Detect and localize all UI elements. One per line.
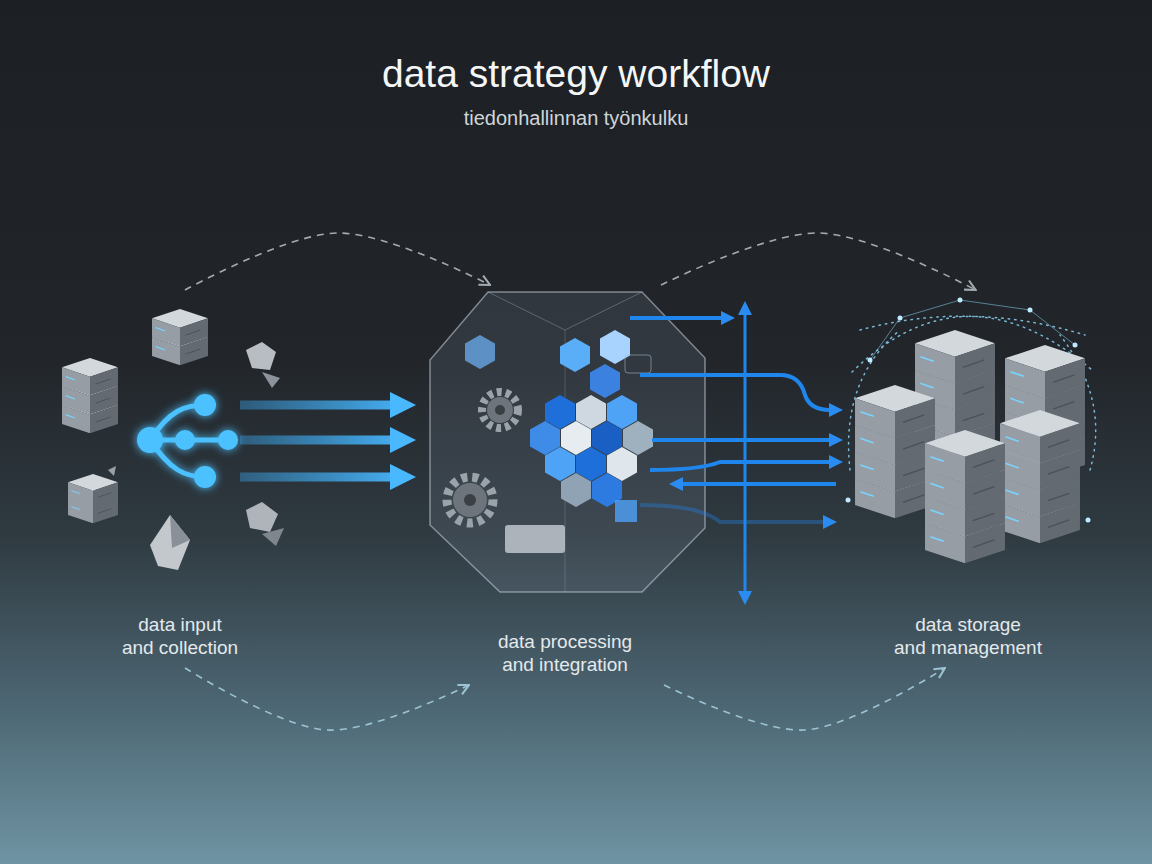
- stage-node: data processing and integration: [415, 285, 715, 685]
- cube: [68, 474, 118, 507]
- storage-cluster: [855, 330, 1085, 563]
- hex-cell: [590, 364, 620, 398]
- flow-line: [640, 375, 836, 410]
- server-unit: [62, 358, 118, 395]
- output-arrows: [630, 308, 836, 598]
- shard: [150, 515, 190, 570]
- server-unit: [152, 309, 208, 346]
- hex-cell: [545, 447, 575, 481]
- server-unit: [925, 430, 1005, 483]
- server-unit: [1000, 410, 1080, 463]
- stage-label: data processing and integration: [478, 630, 653, 676]
- shard: [246, 502, 278, 532]
- core-panel: [505, 525, 565, 553]
- flow-line: [744, 308, 747, 598]
- server-unit: [1005, 345, 1085, 398]
- shard: [170, 515, 190, 548]
- flow-line: [630, 316, 728, 320]
- network-arc: [860, 316, 1085, 335]
- input-hub: [137, 394, 238, 488]
- hex-cell: [465, 335, 495, 369]
- hex-cell: [561, 473, 591, 507]
- server-unit: [855, 385, 935, 438]
- gear: [447, 477, 493, 523]
- core-light: [615, 500, 637, 522]
- network-dot: [1086, 518, 1091, 523]
- flow-line: [650, 462, 836, 470]
- flow-connector: [661, 233, 976, 290]
- gear-axle: [495, 405, 505, 415]
- stage-label: data storage and management: [881, 613, 1056, 659]
- shard: [262, 372, 280, 388]
- stage-node: data input and collection: [55, 290, 305, 668]
- hub-dot: [218, 430, 238, 450]
- flow-bar: [240, 401, 392, 410]
- shard: [246, 342, 276, 370]
- subtitle: tiedonhallinnan työnkulku: [464, 107, 689, 129]
- hub-dot: [137, 427, 163, 453]
- flow-connector: [664, 668, 945, 730]
- hub-dot: [194, 394, 216, 416]
- gear-hub: [487, 397, 513, 423]
- network-dot: [958, 298, 963, 303]
- stage-node: data storage and management: [840, 290, 1096, 668]
- shard: [108, 466, 116, 476]
- flow-head: [390, 464, 416, 490]
- gear: [482, 392, 518, 428]
- input-arrows: [240, 392, 416, 490]
- heading-row: tiedonhallinnan työnkulku: [0, 106, 1152, 130]
- flow-bar: [240, 473, 392, 482]
- edge-group: [185, 233, 976, 730]
- network-nodes: [846, 298, 1091, 523]
- network-dot: [846, 498, 851, 503]
- diagram-title: data strategy workflow: [382, 52, 770, 95]
- shard: [262, 528, 284, 546]
- hex-cell: [560, 338, 590, 372]
- core-edge: [488, 292, 642, 330]
- hub-dot: [175, 430, 195, 450]
- flow-bar: [240, 436, 392, 445]
- network-dot: [898, 316, 903, 321]
- gear-axle: [464, 494, 476, 506]
- network-link: [870, 300, 1075, 360]
- network-dot: [868, 358, 873, 363]
- flow-head: [390, 392, 416, 418]
- network-dot: [1028, 308, 1033, 313]
- flow-connector: [185, 233, 490, 290]
- hub-dot: [194, 466, 216, 488]
- stage-label: data input and collection: [93, 613, 268, 659]
- heading-row: data strategy workflow: [0, 50, 1152, 97]
- flow-head: [390, 427, 416, 453]
- core-panel: [625, 355, 651, 373]
- flow-line: [676, 482, 836, 486]
- flow-connector: [185, 668, 469, 730]
- flow-line: [640, 505, 830, 522]
- network-dot: [1073, 343, 1078, 348]
- server-unit: [915, 330, 995, 383]
- hex-cell: [623, 421, 653, 455]
- gear-hub: [453, 483, 487, 517]
